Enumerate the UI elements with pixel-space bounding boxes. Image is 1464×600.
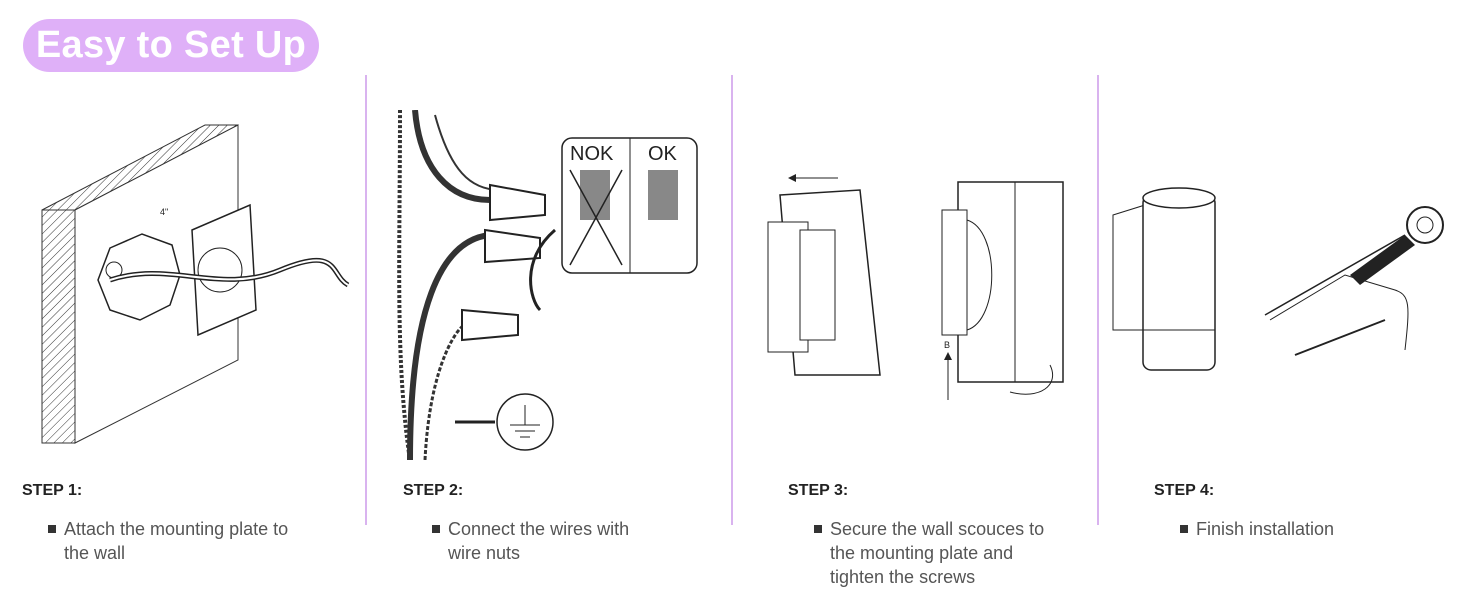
description-line: Secure the wall scouces to — [830, 519, 1045, 539]
step3-fixture-mounting-illustration: B — [767, 174, 1064, 400]
step2-description: Connect the wires with wire nuts — [432, 517, 629, 565]
step1-heading: STEP 1: — [22, 482, 83, 499]
description-line: the wall — [64, 543, 126, 563]
nok-label: NOK — [570, 143, 614, 165]
step2-heading: STEP 2: — [403, 482, 464, 499]
divider — [731, 75, 733, 525]
divider — [1097, 75, 1099, 525]
divider — [365, 75, 367, 525]
dimension-label: 4" — [160, 207, 168, 217]
description-line: Connect the wires with — [448, 519, 630, 539]
step1-wall-mounting-illustration: 4" — [41, 124, 350, 444]
description-line: the mounting plate and — [830, 543, 1014, 563]
step3-description: Secure the wall scouces to the mounting … — [814, 517, 1044, 589]
step2-wire-connection-illustration: NOK OK — [397, 110, 698, 460]
step4-heading: STEP 4: — [1154, 482, 1215, 499]
ok-label: OK — [648, 143, 678, 165]
step1-description: Attach the mounting plate to the wall — [48, 517, 288, 565]
step4-description: Finish installation — [1180, 517, 1334, 541]
description-line: Attach the mounting plate to — [64, 519, 289, 539]
description-line: wire nuts — [448, 543, 521, 563]
step3-heading: STEP 3: — [788, 482, 849, 499]
description-line: Finish installation — [1196, 519, 1335, 539]
description-line: tighten the screws — [830, 567, 976, 587]
label-b: B — [944, 340, 950, 350]
title-badge: Easy to Set Up — [23, 19, 319, 72]
step4-finished-installation-illustration — [1112, 187, 1444, 371]
